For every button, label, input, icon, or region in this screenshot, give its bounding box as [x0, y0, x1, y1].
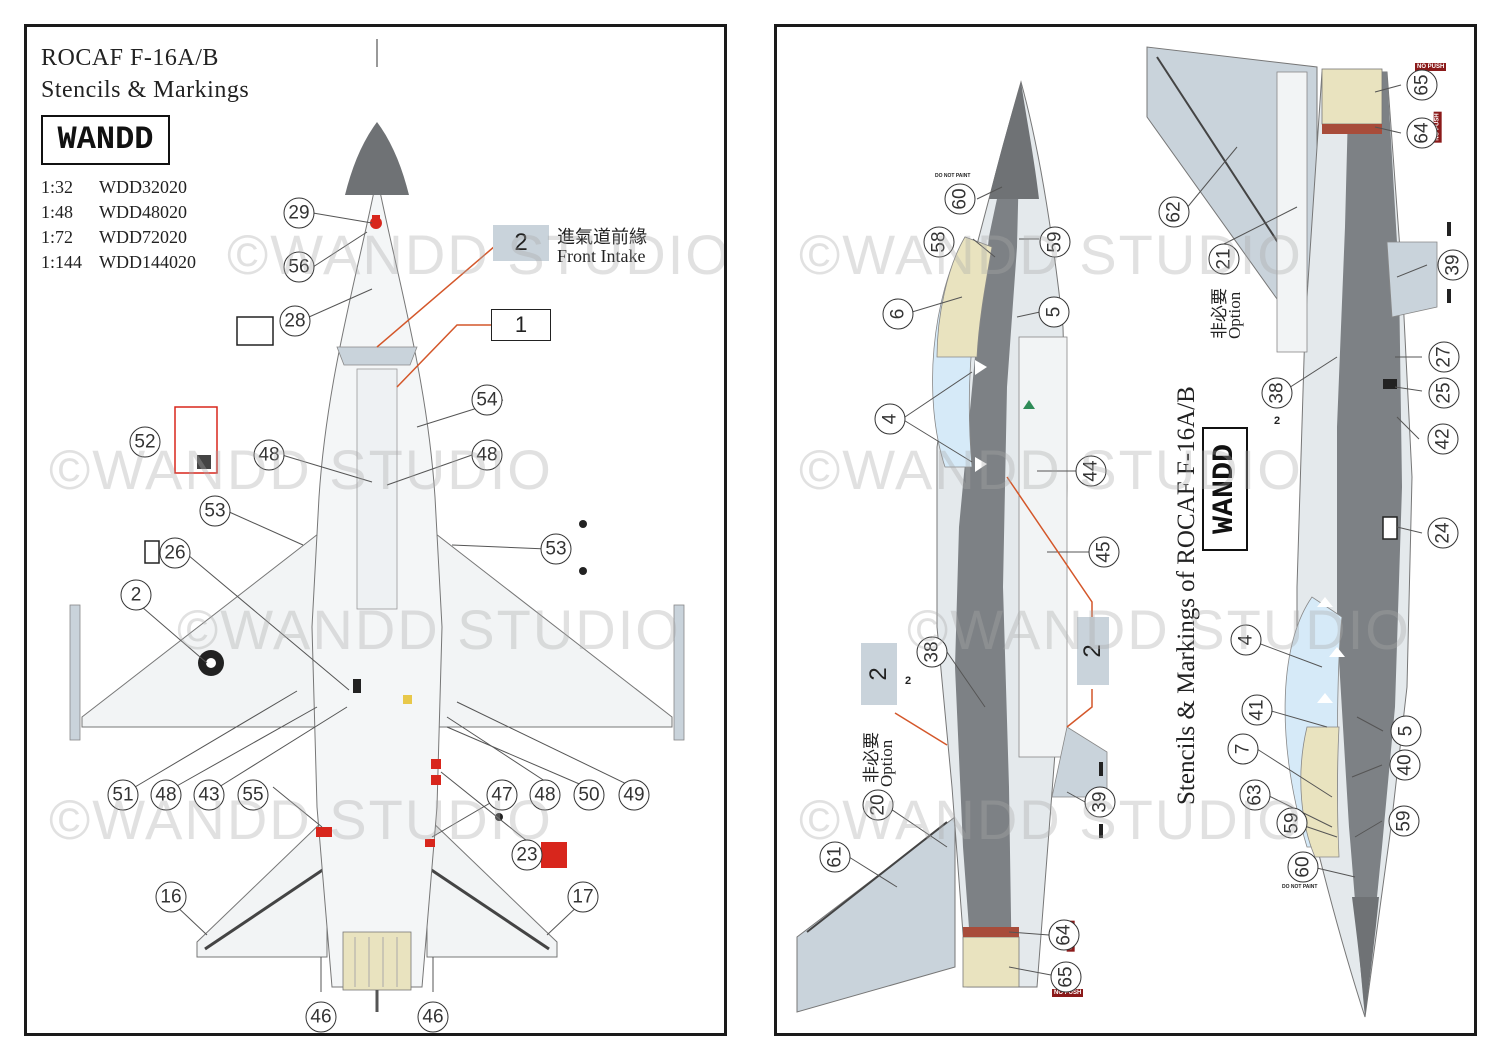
- callout-number: 43: [193, 779, 225, 811]
- callout-number: 25: [1428, 377, 1460, 409]
- callout-number: 52: [129, 426, 161, 458]
- callout-number: 60: [944, 183, 976, 215]
- decal-number-2: 2: [1077, 617, 1109, 685]
- callout-number: 48: [529, 779, 561, 811]
- option-label-en: Option: [877, 739, 896, 787]
- callout-number: 26: [159, 537, 191, 569]
- callout-number: 16: [155, 881, 187, 913]
- callout-number: 65: [1406, 69, 1438, 101]
- callout-number: 51: [107, 779, 139, 811]
- no-push-stencil: NO PUSH: [1415, 63, 1447, 71]
- callout-number: 42: [1427, 423, 1459, 455]
- left-panel-underside-view: ROCAF F-16A/B Stencils & Markings WANDD …: [24, 24, 727, 1036]
- callout-number: 5: [1038, 296, 1070, 328]
- left-title-aircraft: ROCAF F-16A/B: [41, 45, 219, 71]
- callout-number: 45: [1088, 536, 1120, 568]
- callout-number: 28: [279, 305, 311, 337]
- small-marking-2: 2: [1274, 415, 1281, 427]
- callout-number: 40: [1389, 749, 1421, 781]
- callout-number: 17: [567, 881, 599, 913]
- front-intake-decal-number: 2: [493, 225, 549, 261]
- callout-number: 61: [819, 841, 851, 873]
- wandd-logo: WANDD: [41, 115, 170, 165]
- side-views-aircraft-drawing: [796, 46, 1451, 1018]
- callout-number: 39: [1437, 249, 1469, 281]
- callout-number: 4: [874, 403, 906, 435]
- callout-number: 4: [1230, 624, 1262, 656]
- callout-number: 44: [1075, 455, 1107, 487]
- callout-number: 38: [1261, 377, 1293, 409]
- right-panel-side-views: Stencils & Markings of ROCAF F-16A/B WAN…: [774, 24, 1477, 1036]
- front-intake-label-en: Front Intake: [557, 246, 646, 266]
- callout-number: 54: [471, 384, 503, 416]
- callout-number: 53: [199, 495, 231, 527]
- callout-number: 5: [1390, 715, 1422, 747]
- callout-number: 63: [1239, 779, 1271, 811]
- callout-number: 48: [471, 439, 503, 471]
- callout-number: 24: [1427, 517, 1459, 549]
- callout-number: 64: [1406, 117, 1438, 149]
- wandd-logo-right: WANDD: [1202, 427, 1248, 551]
- decal-number-2: 2: [861, 643, 897, 705]
- callout-number: 62: [1158, 196, 1190, 228]
- callout-number: 59: [1276, 807, 1308, 839]
- decal-box-1: 1: [491, 309, 551, 341]
- no-push-stencil: NO PUSH: [1052, 989, 1084, 997]
- left-title-subtitle: Stencils & Markings: [41, 77, 250, 103]
- callout-number: 23: [511, 839, 543, 871]
- callout-number: 7: [1227, 733, 1259, 765]
- callout-number: 38: [916, 636, 948, 668]
- right-title-vertical: Stencils & Markings of ROCAF F-16A/B: [1173, 386, 1200, 805]
- callout-number: 58: [923, 226, 955, 258]
- callout-number: 53: [540, 533, 572, 565]
- callout-number: 48: [253, 439, 285, 471]
- callout-number: 56: [283, 251, 315, 283]
- callout-number: 49: [618, 779, 650, 811]
- do-not-paint-stencil: DO NOT PAINT: [1282, 884, 1318, 890]
- callout-number: 29: [283, 197, 315, 229]
- underside-aircraft-drawing: [69, 39, 685, 1012]
- callout-number: 48: [150, 779, 182, 811]
- callout-number: 21: [1208, 243, 1240, 275]
- callout-number: 64: [1048, 919, 1080, 951]
- callout-number: 27: [1428, 341, 1460, 373]
- callout-number: 59: [1388, 805, 1420, 837]
- callout-number: 65: [1050, 961, 1082, 993]
- callout-number: 41: [1241, 694, 1273, 726]
- callout-number: 20: [862, 789, 894, 821]
- callout-number: 55: [237, 779, 269, 811]
- option-label-en: Option: [1225, 291, 1244, 339]
- do-not-paint-stencil: DO NOT PAINT: [935, 173, 971, 179]
- callout-number: 39: [1084, 786, 1116, 818]
- callout-number: 2: [120, 579, 152, 611]
- callout-number: 50: [573, 779, 605, 811]
- callout-number: 59: [1039, 226, 1071, 258]
- small-marking-2: 2: [905, 675, 912, 687]
- front-intake-label-zh: 進氣道前緣: [557, 227, 647, 247]
- callout-number: 6: [882, 298, 914, 330]
- callout-number: 46: [417, 1001, 449, 1033]
- callout-number: 47: [486, 779, 518, 811]
- callout-number: 46: [305, 1001, 337, 1033]
- callout-number: 60: [1287, 851, 1319, 883]
